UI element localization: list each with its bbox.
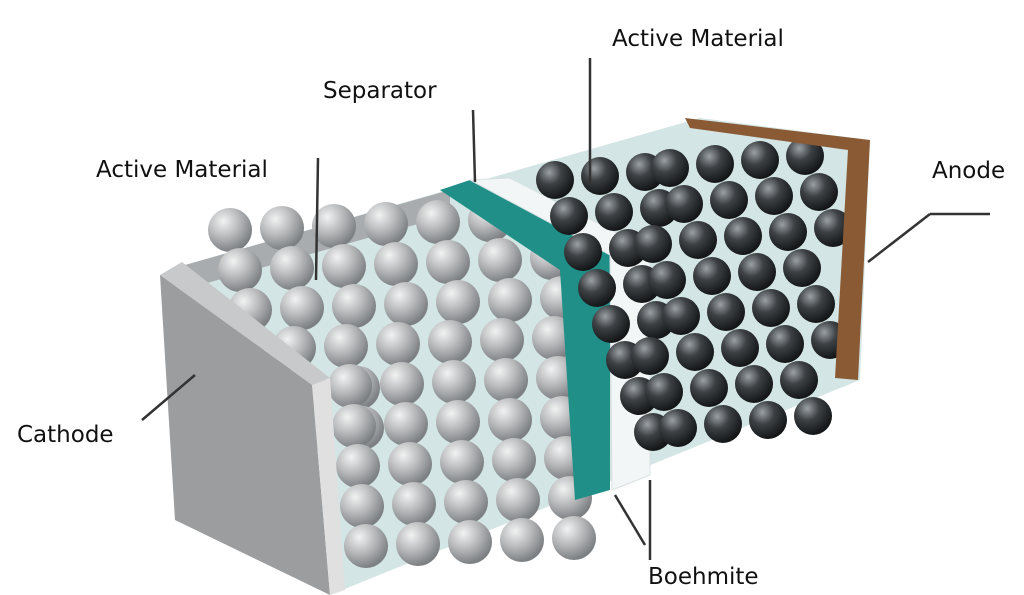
anode-particle <box>769 213 807 251</box>
cathode-particle <box>478 238 522 282</box>
cathode-particle <box>384 282 428 326</box>
cathode-particle <box>444 480 488 524</box>
cathode-particle <box>392 482 436 526</box>
cathode-particle <box>340 484 384 528</box>
cathode-particle <box>374 242 418 286</box>
cathode-particle <box>436 400 480 444</box>
cathode-particle <box>312 204 356 248</box>
cathode-particle <box>280 286 324 330</box>
cathode-particle <box>428 320 472 364</box>
cathode-particle <box>496 478 540 522</box>
arrow-boehmite-2 <box>613 494 647 546</box>
cathode-particle <box>388 442 432 486</box>
anode-particle <box>665 185 703 223</box>
anode-particle <box>724 217 762 255</box>
arrow-anode-2 <box>867 213 931 263</box>
cathode-particle <box>324 324 368 368</box>
cathode-particle <box>448 520 492 564</box>
anode-particle <box>721 329 759 367</box>
cathode-particle <box>260 206 304 250</box>
cathode-particle <box>484 358 528 402</box>
cathode-plate-edge <box>312 378 345 595</box>
anode-particle <box>550 197 588 235</box>
leader-lines <box>141 58 990 560</box>
cathode-particle <box>328 364 372 408</box>
label-cathode: Cathode <box>17 422 114 448</box>
cathode-particle <box>552 516 596 560</box>
anode-particle <box>564 233 602 271</box>
anode-particle <box>693 257 731 295</box>
cathode-particle <box>332 284 376 328</box>
label-active-material-anode: Active Material <box>612 26 784 52</box>
anode-particle <box>676 333 714 371</box>
anode-particle <box>581 157 619 195</box>
anode-particle <box>659 409 697 447</box>
anode-active-material <box>536 137 852 451</box>
anode-particle <box>780 361 818 399</box>
anode-particle <box>648 261 686 299</box>
label-active-material-cathode: Active Material <box>96 157 268 183</box>
arrow-cathode <box>141 374 196 421</box>
anode-particle <box>578 269 616 307</box>
cathode-particle <box>384 402 428 446</box>
cathode-particle <box>270 246 314 290</box>
anode-particle <box>631 337 669 375</box>
cathode-particle <box>440 440 484 484</box>
anode-particle <box>738 253 776 291</box>
arrow-separator <box>471 109 477 183</box>
anode-particle <box>662 297 700 335</box>
anode-particle <box>710 181 748 219</box>
anode-plate <box>685 118 870 380</box>
anode-particle <box>800 173 838 211</box>
cathode-particle <box>436 280 480 324</box>
anode-particle <box>645 373 683 411</box>
anode-particle <box>814 209 852 247</box>
cathode-particle <box>396 522 440 566</box>
anode-particle <box>696 145 734 183</box>
anode-particle <box>690 369 728 407</box>
cathode-particle <box>432 360 476 404</box>
cathode-particle <box>380 362 424 406</box>
cathode-particle <box>376 322 420 366</box>
cathode-particle <box>480 318 524 362</box>
anode-particle <box>797 285 835 323</box>
anode-particle <box>592 305 630 343</box>
cathode-particle <box>364 202 408 246</box>
anode-particle <box>794 397 832 435</box>
label-boehmite: Boehmite <box>648 564 759 590</box>
cathode-particle <box>488 398 532 442</box>
cathode-particle <box>426 240 470 284</box>
cathode-particle <box>344 524 388 568</box>
cathode-particle <box>416 200 460 244</box>
anode-particle <box>634 225 672 263</box>
anode-particle <box>679 221 717 259</box>
cathode-particle <box>332 404 376 448</box>
anode-particle <box>741 141 779 179</box>
cathode-particle <box>500 518 544 562</box>
cathode-particle <box>492 438 536 482</box>
anode-particle <box>752 289 790 327</box>
label-separator: Separator <box>323 78 437 104</box>
anode-particle <box>595 193 633 231</box>
cathode-plate <box>160 262 330 385</box>
label-anode: Anode <box>932 158 1006 184</box>
anode-particle <box>536 161 574 199</box>
anode-particle <box>749 401 787 439</box>
cathode-particle <box>488 278 532 322</box>
anode-particle <box>735 365 773 403</box>
cathode-particle <box>208 208 252 252</box>
anode-particle <box>704 405 742 443</box>
anode-particle <box>651 149 689 187</box>
cathode-particle <box>218 248 262 292</box>
anode-particle <box>707 293 745 331</box>
anode-particle <box>766 325 804 363</box>
cathode-particle <box>322 244 366 288</box>
cathode-particle <box>336 444 380 488</box>
anode-particle <box>755 177 793 215</box>
anode-particle <box>786 137 824 175</box>
cathode-plate-face <box>160 275 330 595</box>
anode-particle <box>783 249 821 287</box>
arrow-active-material-left <box>314 157 320 281</box>
